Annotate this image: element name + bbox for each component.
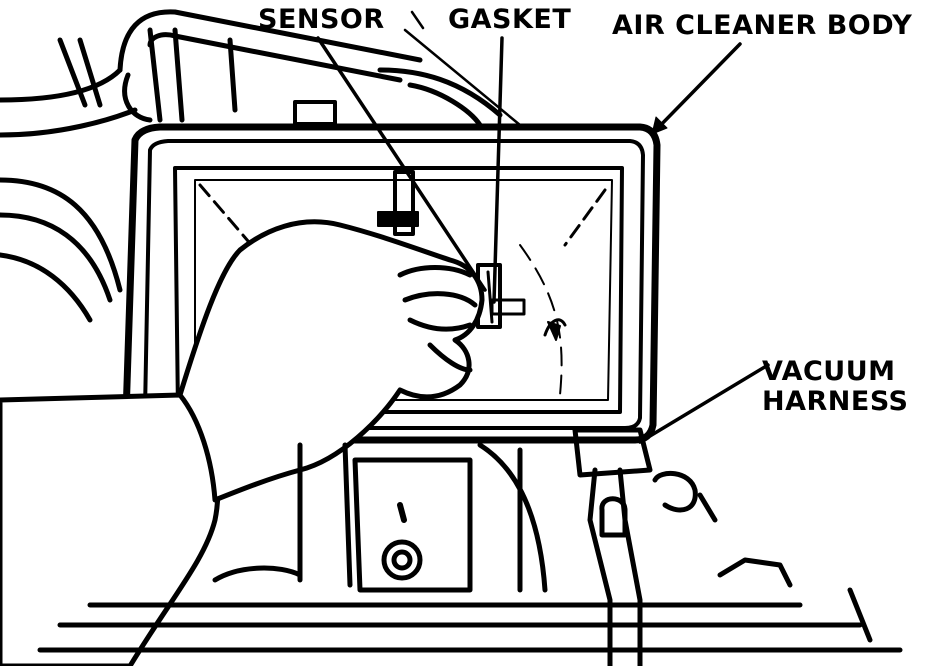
gasket-label: GASKET <box>448 4 572 35</box>
air-cleaner-body-leader-line <box>650 42 742 136</box>
air-cleaner-body-label: AIR CLEANER BODY <box>612 10 913 41</box>
gasket-leader-line <box>492 36 504 304</box>
vacuum-harness-label: VACUUM HARNESS <box>762 357 909 417</box>
air-cleaner-body-arrowhead <box>651 116 668 135</box>
hose-lines <box>0 9 503 323</box>
lower-assembly <box>37 427 903 666</box>
leader-lines <box>316 10 770 444</box>
hand-illustration <box>0 219 485 666</box>
sensor-label: SENSOR <box>258 4 385 35</box>
vacuum-harness-leader-line <box>638 363 770 444</box>
sensor-leader-line <box>316 36 487 292</box>
vacuum-harness-label-line1: VACUUM <box>762 356 896 387</box>
sensor-part <box>476 263 526 329</box>
vacuum-harness-label-line2: HARNESS <box>762 386 909 417</box>
